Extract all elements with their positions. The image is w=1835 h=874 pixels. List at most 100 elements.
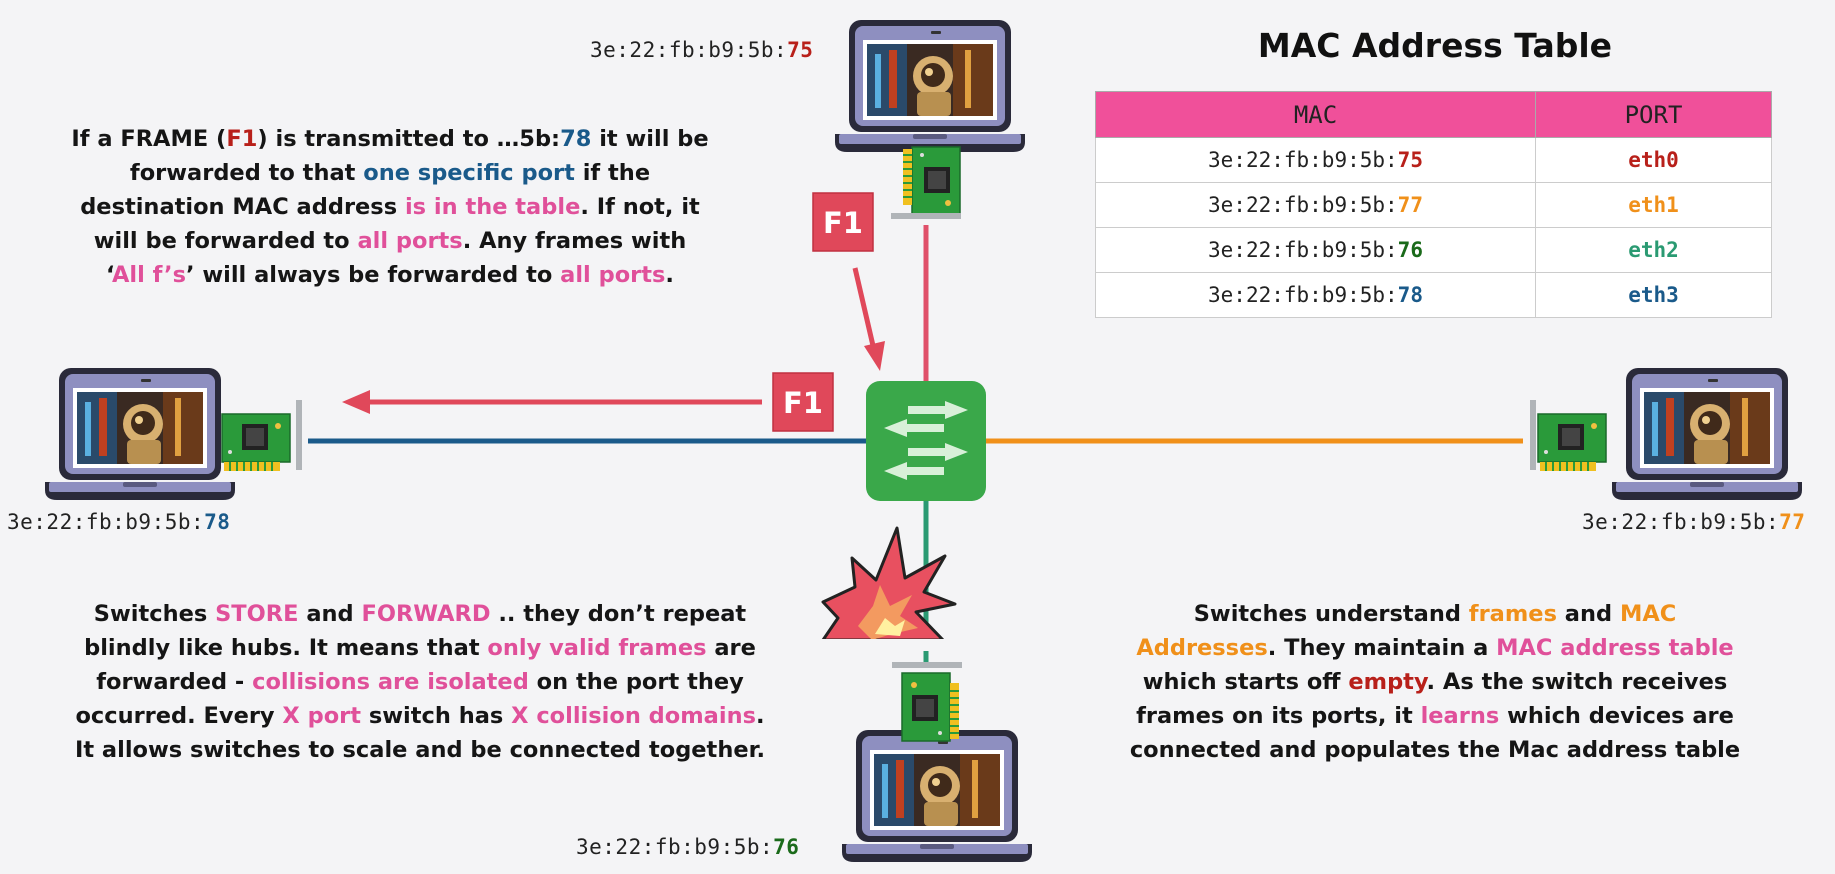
paragraph-text: .. they don’t repeat [490, 601, 747, 627]
frame-box-mid [772, 372, 834, 432]
highlight-text: frames [1468, 601, 1557, 627]
highlight-text: MAC address table [1496, 635, 1734, 661]
mac-suffix: 78 [204, 510, 231, 534]
paragraph-text: . Any frames with [462, 228, 687, 254]
mac-suffix: 75 [787, 38, 814, 62]
table-row: 3e:22:fb:b9:5b:77 eth1 [1095, 182, 1772, 228]
paragraph-bottom-right: Switches understand frames and MAC Addres… [1110, 597, 1760, 767]
highlight-text: is in the table [404, 194, 581, 220]
mac-label-bottom: 3e:22:fb:b9:5b:76 [576, 835, 799, 859]
paragraph-text: it will be [591, 126, 709, 152]
paragraph-text: on the port they [528, 669, 744, 695]
paragraph-text: will be forwarded to [93, 228, 358, 254]
paragraph-text: forwarded - [96, 669, 253, 695]
mac-label-top: 3e:22:fb:b9:5b:75 [590, 38, 813, 62]
paragraph-text: ‘ [106, 262, 113, 288]
paragraph-text: occurred. Every [75, 703, 283, 729]
mac-suffix: 76 [773, 835, 800, 859]
port-cell: eth1 [1535, 182, 1772, 228]
paragraph-text: ) is transmitted to …5b: [257, 126, 561, 152]
port-cell: eth3 [1535, 272, 1772, 318]
port-cell: eth0 [1535, 137, 1772, 183]
nic-top-bracket [891, 213, 961, 219]
paragraph-line: which starts off empty. As the switch re… [1110, 665, 1760, 699]
mac-cell: 3e:22:fb:b9:5b:78 [1095, 272, 1536, 318]
mac-column-header: MAC [1095, 91, 1536, 138]
mac-suffix: 75 [1397, 148, 1423, 172]
mac-suffix: 77 [1779, 510, 1806, 534]
paragraph-top-left: If a FRAME (F1) is transmitted to …5b:78… [60, 122, 720, 292]
paragraph-line: forwarded - collisions are isolated on t… [60, 665, 780, 699]
highlight-text: All f’s [112, 262, 186, 288]
mac-address-table: MAC PORT 3e:22:fb:b9:5b:75 eth0 3e:22:fb… [1095, 91, 1772, 318]
paragraph-line: blindly like hubs. It means that only va… [60, 631, 780, 665]
highlight-text: all ports [560, 262, 666, 288]
paragraph-line: connected and populates the Mac address … [1110, 733, 1760, 767]
nic-left [221, 413, 291, 472]
table-row: 3e:22:fb:b9:5b:75 eth0 [1095, 137, 1772, 183]
paragraph-text: connected and populates the Mac address … [1129, 737, 1741, 763]
highlight-text: empty [1348, 669, 1427, 695]
paragraph-line: Switches understand frames and MAC [1110, 597, 1760, 631]
mac-prefix: 3e:22:fb:b9:5b: [1208, 148, 1398, 172]
mac-prefix: 3e:22:fb:b9:5b: [590, 38, 788, 62]
paragraph-text: which devices are [1499, 703, 1734, 729]
mac-prefix: 3e:22:fb:b9:5b: [1582, 510, 1780, 534]
paragraph-text: ’ will always be forwarded to [185, 262, 561, 288]
paragraph-text: if the [574, 160, 651, 186]
paragraph-line: occurred. Every X port switch has X coll… [60, 699, 780, 733]
frame-label-top: F1 [823, 206, 863, 240]
highlight-text: MAC [1619, 601, 1677, 627]
nic-top [902, 146, 961, 216]
mac-cell: 3e:22:fb:b9:5b:77 [1095, 182, 1536, 228]
mac-suffix: 76 [1397, 238, 1423, 262]
mac-table-header-row: MAC PORT [1095, 91, 1772, 138]
laptop-top [835, 20, 1025, 152]
highlight-text: all ports [357, 228, 463, 254]
collision-explosion-icon [816, 526, 961, 651]
port-cell: eth2 [1535, 227, 1772, 273]
paragraph-bottom-left: Switches STORE and FORWARD .. they don’t… [60, 597, 780, 767]
mac-label-right: 3e:22:fb:b9:5b:77 [1582, 510, 1805, 534]
nic-right [1537, 413, 1607, 472]
highlight-text: only valid frames [487, 635, 707, 661]
paragraph-text: frames on its ports, it [1136, 703, 1421, 729]
frame-arrow-to-switch [852, 267, 877, 351]
paragraph-text: Switches understand [1193, 601, 1469, 627]
laptop-right [1612, 368, 1802, 500]
highlight-text: learns [1420, 703, 1500, 729]
paragraph-text: . [665, 262, 674, 288]
highlight-text: Addresses [1136, 635, 1268, 661]
mac-cell: 3e:22:fb:b9:5b:76 [1095, 227, 1536, 273]
paragraph-line: forwarded to that one specific port if t… [60, 156, 720, 190]
mac-table-title: MAC Address Table [1257, 26, 1613, 65]
paragraph-line: destination MAC address is in the table.… [60, 190, 720, 224]
paragraph-text: which starts off [1142, 669, 1349, 695]
mac-prefix: 3e:22:fb:b9:5b: [7, 510, 205, 534]
table-row: 3e:22:fb:b9:5b:76 eth2 [1095, 227, 1772, 273]
mac-suffix: 77 [1397, 193, 1423, 217]
paragraph-text: forwarded to that [129, 160, 364, 186]
paragraph-line: It allows switches to scale and be conne… [60, 733, 780, 767]
paragraph-text: are [706, 635, 756, 661]
frame-box-top [812, 192, 874, 252]
paragraph-line: ‘All f’s’ will always be forwarded to al… [60, 258, 720, 292]
paragraph-text: . They maintain a [1267, 635, 1497, 661]
table-row: 3e:22:fb:b9:5b:78 eth3 [1095, 272, 1772, 318]
laptop-bottom [842, 730, 1032, 862]
paragraph-text: and [298, 601, 362, 627]
frame-arrow-to-switch-head [864, 341, 885, 371]
mac-suffix: 78 [1397, 283, 1423, 307]
paragraph-text: If a FRAME ( [71, 126, 227, 152]
paragraph-text: blindly like hubs. It means that [84, 635, 488, 661]
mac-prefix: 3e:22:fb:b9:5b: [576, 835, 774, 859]
highlight-text: STORE [215, 601, 299, 627]
mac-cell: 3e:22:fb:b9:5b:75 [1095, 137, 1536, 183]
paragraph-text: destination MAC address [80, 194, 405, 220]
nic-bottom [901, 672, 960, 742]
frame-label-mid: F1 [783, 386, 823, 420]
paragraph-line: will be forwarded to all ports. Any fram… [60, 224, 720, 258]
highlight-text: collisions are isolated [252, 669, 529, 695]
paragraph-text: . As the switch receives [1426, 669, 1728, 695]
